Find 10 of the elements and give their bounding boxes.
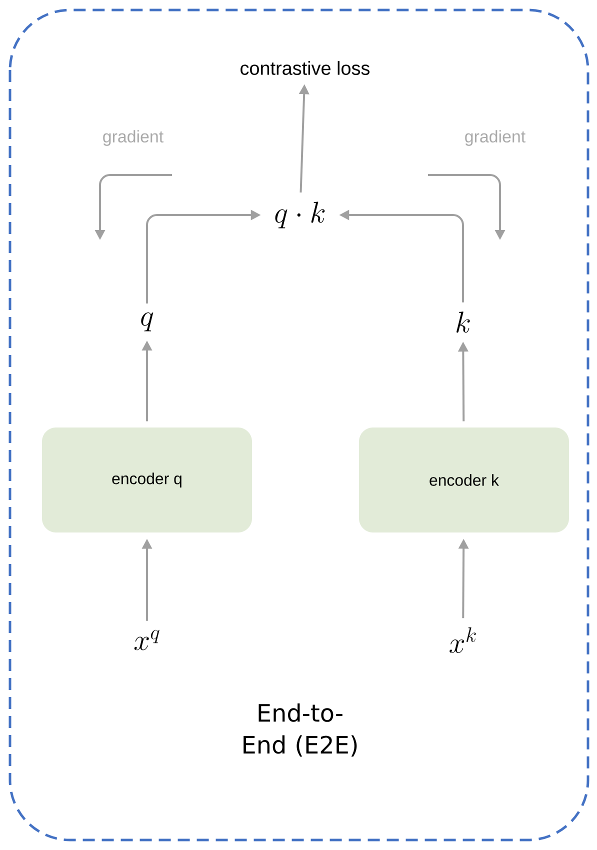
output-label: contrastive loss [240,61,370,75]
math-symbol: $q$ [141,312,154,332]
math-symbol: $x^k$ [450,627,476,653]
gradient-label: gradient [465,130,526,146]
encoder-box: encoder k [359,428,569,532]
math-symbol: $q\cdot k$ [275,202,325,228]
math-symbol: $k$ [456,312,470,333]
gradient-label: gradient [103,130,164,146]
math-symbol: $x^q$ [134,630,160,650]
encoder-box: encoder q [42,428,252,532]
